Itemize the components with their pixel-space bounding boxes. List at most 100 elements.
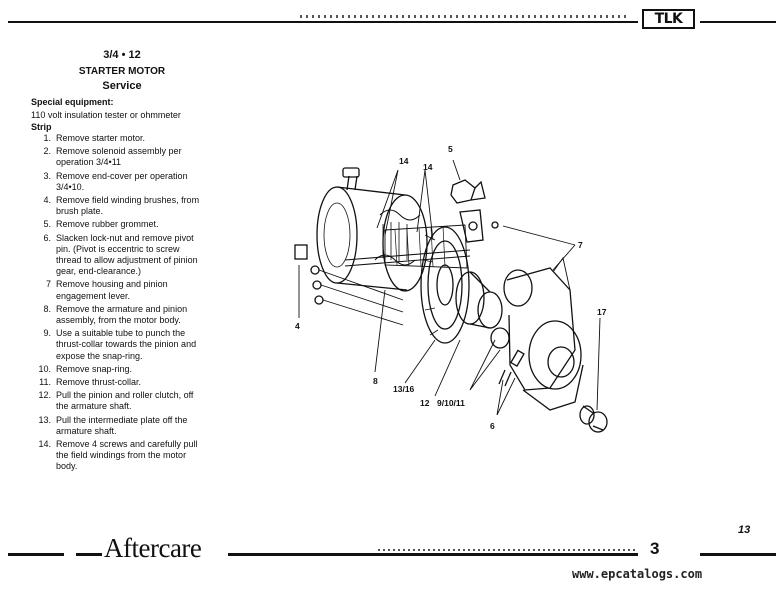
step-line: expose the snap-ring. — [56, 350, 143, 361]
step-line: Remove solenoid assembly per — [56, 146, 182, 157]
step-line: pin. (Pivot is eccentric to screw — [56, 243, 180, 254]
rubber-grommet — [450, 179, 486, 204]
step-line: Remove thrust-collar. — [56, 377, 142, 388]
callout-14b: 14 — [423, 162, 433, 172]
pivot-lever — [459, 209, 499, 243]
pinion-clutch — [455, 271, 510, 349]
step-text: Remove thrust-collar. — [56, 377, 231, 388]
callout-17: 17 — [597, 307, 607, 317]
step-line: 3/4•10. — [56, 181, 85, 192]
footer-rule-right — [700, 553, 776, 556]
step-number: 11. — [39, 377, 51, 388]
step-line: thrust-collar towards the pinion and — [56, 339, 197, 350]
callout-4: 4 — [295, 321, 300, 331]
callout-14a: 14 — [399, 156, 409, 166]
header-dotted-rule — [300, 15, 630, 18]
strip-steps-list: 1. Remove starter motor. 2.Remove solenoid… — [31, 133, 231, 475]
step-line: Use a suitable tube to punch the — [56, 328, 186, 339]
step-line: the field windings from the motor — [56, 450, 187, 461]
step-line: engagement lever. — [56, 290, 131, 301]
callout-13-16: 13/16 — [393, 384, 415, 394]
step-number: 12. — [38, 390, 51, 401]
step-line: body. — [56, 461, 78, 472]
footer-rule-left — [8, 553, 64, 556]
step-number: 14. — [38, 439, 51, 450]
step-line: gear, end-clearance.) — [56, 266, 142, 277]
header-rule — [8, 21, 638, 23]
step-number: 4. — [43, 195, 51, 206]
section-number: 3/4 • 12 — [103, 49, 141, 61]
strip-step: 12. Pull the pinion and roller clutch, of… — [31, 390, 231, 412]
step-line: Remove housing and pinion — [56, 279, 168, 290]
step-line: Remove end-cover per operation — [56, 170, 188, 181]
logo-text: TLK — [654, 11, 683, 27]
step-text: Remove starter motor. — [56, 133, 231, 144]
brand-name: Aftercare — [104, 533, 202, 563]
footer-section-number: 3 — [650, 539, 660, 558]
step-text: Remove rubber grommet. — [56, 219, 231, 230]
page-number: 13 — [738, 524, 751, 536]
section-title: STARTER MOTOR — [78, 66, 166, 77]
step-line: Remove 4 screws and carefully pull — [56, 439, 198, 450]
field-brushes — [294, 244, 404, 326]
callout-9-10-11: 9/10/11 — [437, 398, 465, 408]
step-number: 13. — [38, 414, 51, 425]
special-equipment-text: 110 volt insulation tester or ohmmeter — [31, 110, 181, 120]
strip-label: Strip — [31, 122, 52, 132]
drive-housing — [503, 256, 584, 411]
armature — [344, 224, 471, 269]
step-line: brush plate. — [56, 206, 104, 217]
special-equipment-label: Special equipment: — [31, 97, 114, 107]
motor-body — [316, 167, 428, 292]
callout-12: 12 — [420, 398, 430, 408]
callout-5: 5 — [448, 144, 453, 154]
step-number: 9. — [43, 328, 51, 339]
step-line: armature shaft. — [56, 425, 117, 436]
step-line: Remove snap-ring. — [56, 363, 133, 374]
section-subtitle: Service — [102, 80, 142, 92]
step-number: 3. — [43, 170, 51, 181]
callout-7: 7 — [578, 240, 583, 250]
callout-8: 8 — [373, 376, 378, 386]
strip-step: 5. Remove rubber grommet. — [31, 219, 231, 230]
step-number: 1. — [43, 133, 51, 143]
step-text: Remove snap-ring. — [56, 364, 231, 375]
step-number: 10. — [38, 363, 51, 374]
step-number: 8. — [43, 303, 51, 314]
strip-step: 11. Remove thrust-collar. — [31, 377, 231, 388]
step-number: 7 — [45, 279, 51, 290]
step-line: Remove starter motor. — [56, 133, 146, 143]
header-rule-right — [700, 21, 776, 23]
step-line: the armature shaft. — [56, 401, 132, 412]
step-line: assembly, from the motor body. — [56, 315, 181, 326]
starter-motor-exploded-diagram: 14 14 5 7 17 4 8 13/16 12 9/10/11 6 — [294, 144, 608, 433]
footer-rule-left-2 — [76, 553, 102, 556]
strip-step: 10. Remove snap-ring. — [31, 364, 231, 375]
pivot-pin-screws — [498, 349, 525, 387]
step-line: Pull the intermediate plate off the — [56, 414, 188, 425]
logo-box: TLK — [642, 9, 695, 29]
strip-step: 1. Remove starter motor. — [31, 133, 231, 144]
callout-6: 6 — [490, 421, 495, 431]
step-line: thread to allow adjustment of pinion — [56, 255, 198, 266]
watermark-url[interactable]: www.epcatalogs.com — [572, 567, 703, 581]
step-line: operation 3/4•11 — [56, 157, 122, 168]
step-number: 5. — [43, 219, 51, 230]
